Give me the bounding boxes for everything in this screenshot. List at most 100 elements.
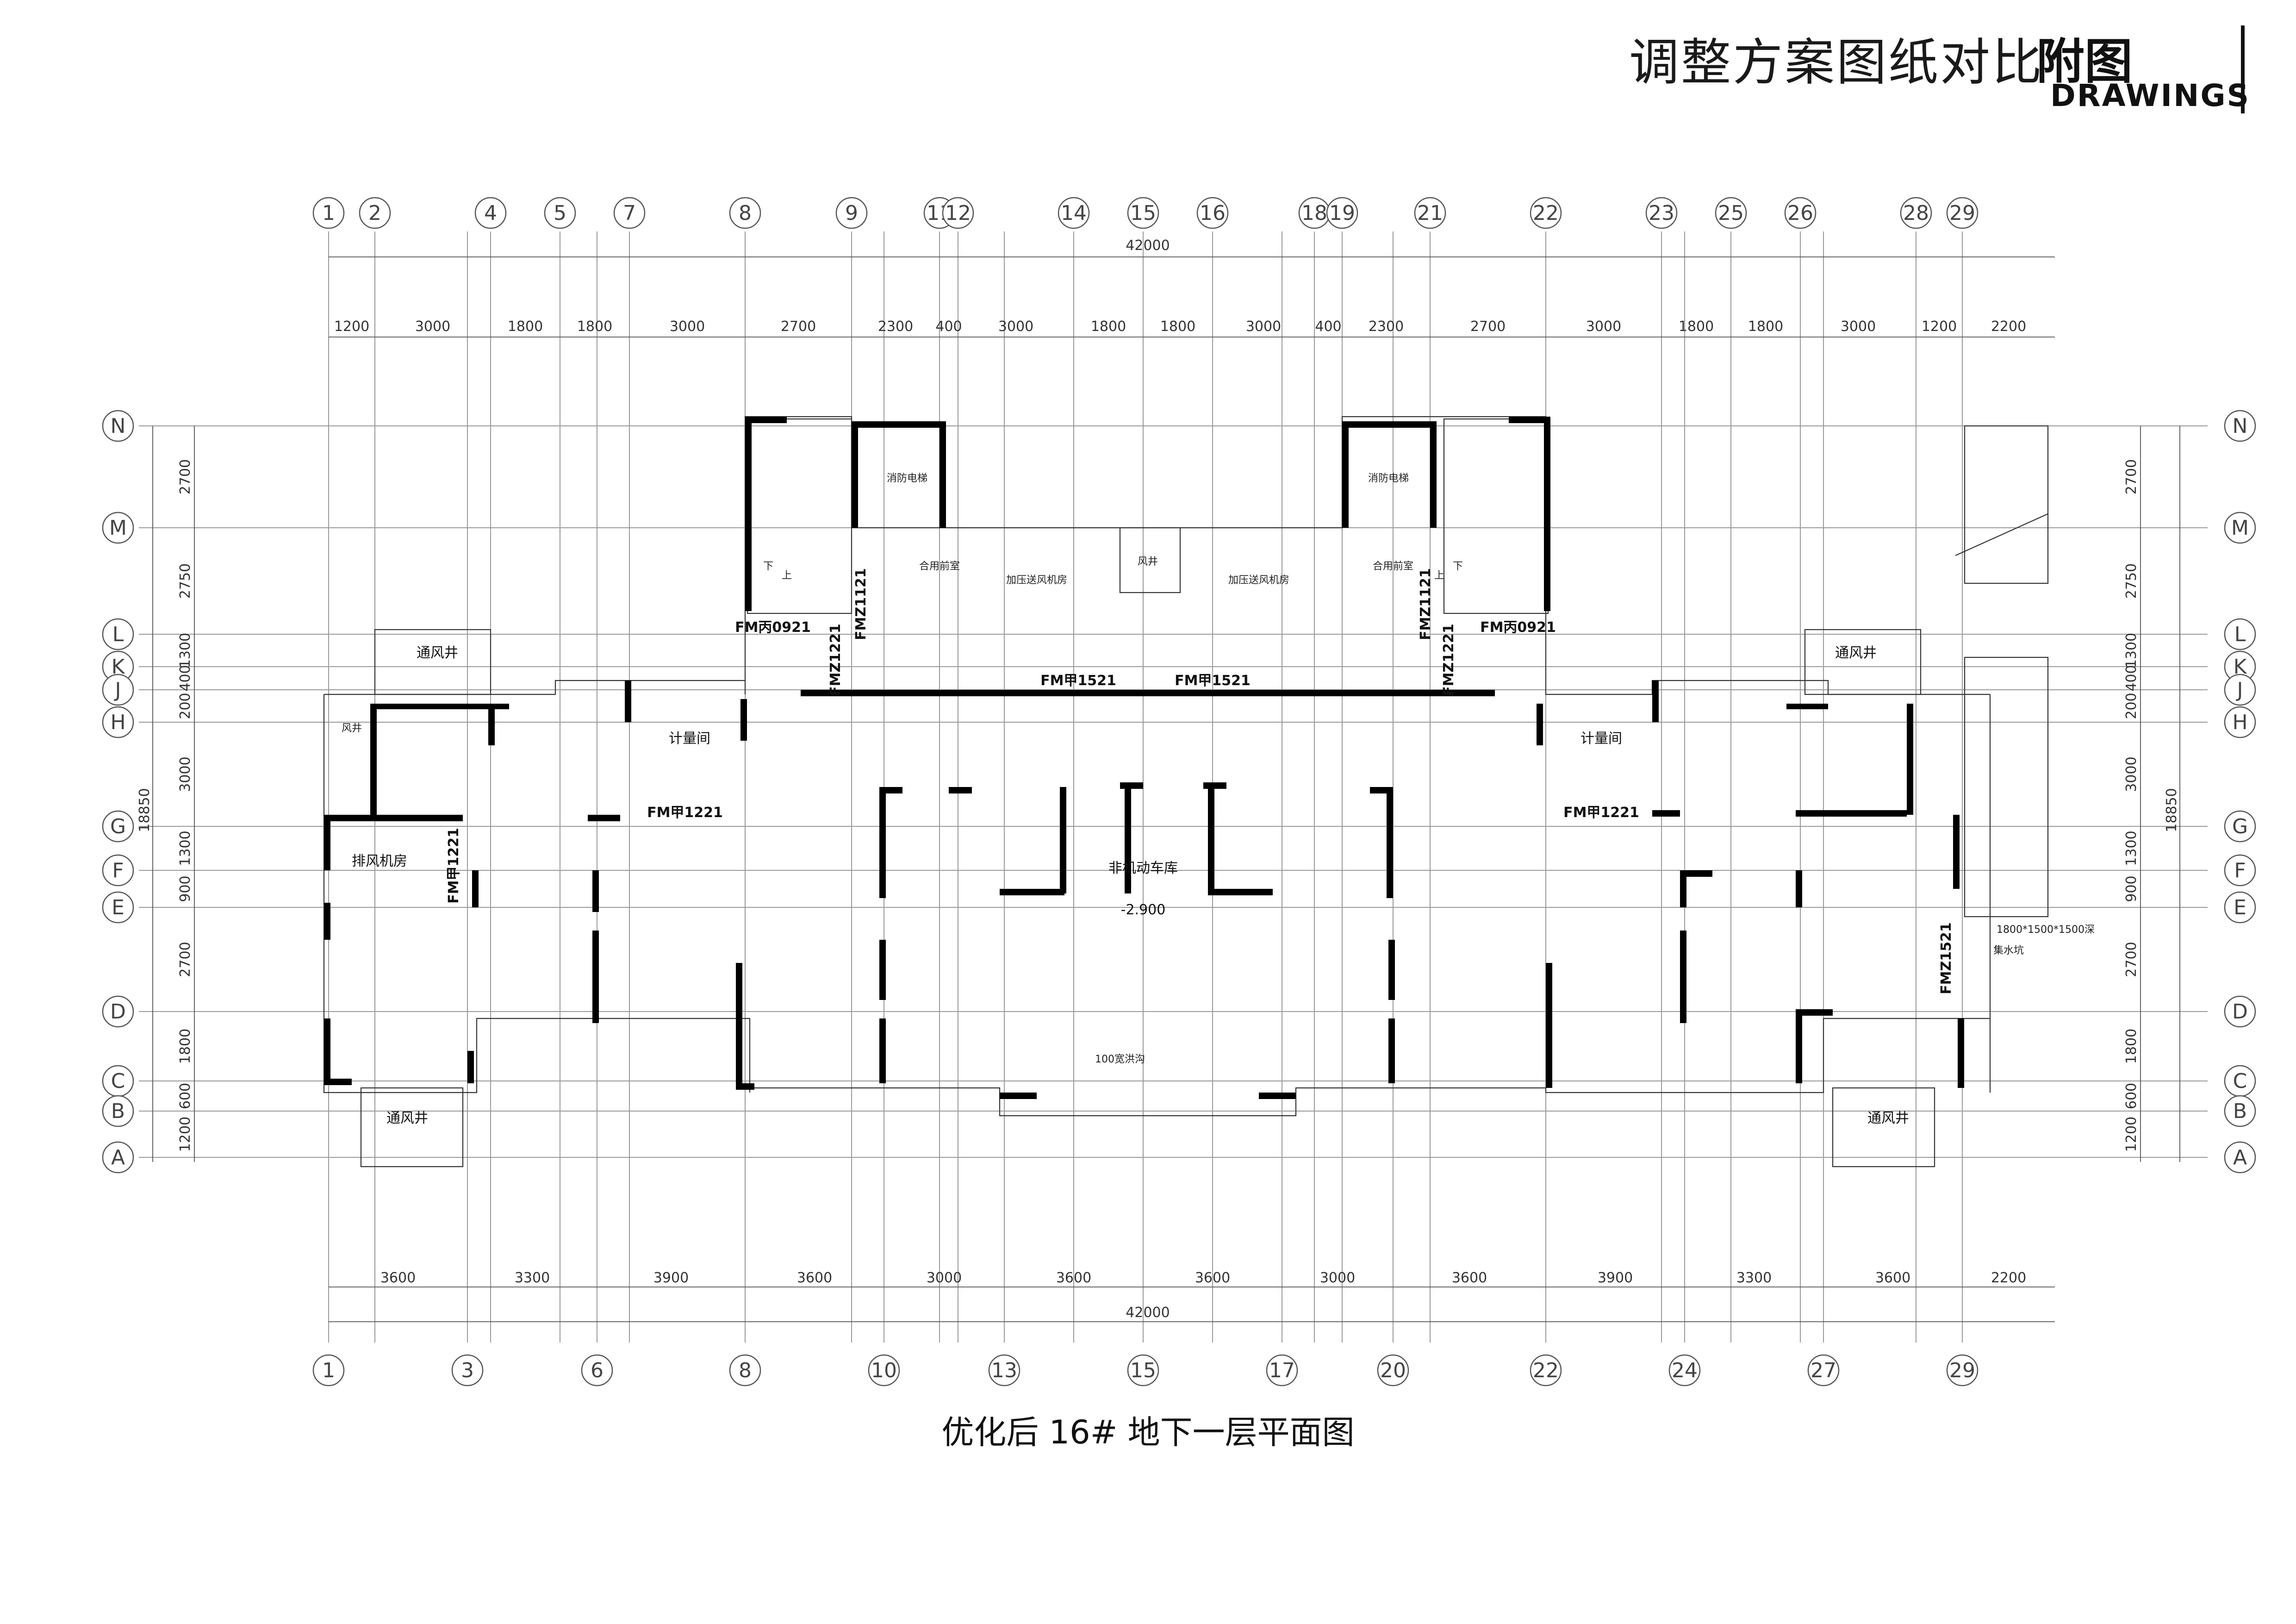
dim-right-segment: 1300	[2123, 633, 2140, 668]
axis-top-label: 2	[368, 201, 381, 225]
section-tag: 附图	[2036, 33, 2133, 90]
dim-top-segment: 1800	[1160, 319, 1195, 335]
door-fm-jia-1221-exhaust: FM甲1221	[446, 828, 462, 904]
axis-bottom-label: 29	[1949, 1359, 1975, 1382]
axis-top-bubble	[1900, 197, 1932, 229]
door-fm-bing-0921-right: FM丙0921	[1480, 619, 1556, 636]
axis-bottom-bubble	[1377, 1354, 1409, 1387]
structural-walls	[324, 417, 1964, 1099]
room-vent-shaft-ne: 通风井	[1835, 645, 1877, 661]
room-wind-shaft-center: 风井	[1138, 556, 1158, 568]
axis-top-label: 26	[1787, 201, 1813, 225]
dim-top-segment: 2700	[1470, 319, 1506, 335]
dim-right-segment: 3000	[2123, 756, 2140, 792]
room-labels: 通风井 通风井 通风井 通风井 计量间 计量间 排风机房 非机动车库 加压送风机…	[342, 473, 2024, 1126]
axis-left-label: E	[112, 896, 124, 919]
dim-left-segment: 1300	[177, 633, 193, 668]
dim-left-segment: 200	[177, 693, 193, 719]
room-vent-shaft-nw: 通风井	[417, 645, 458, 661]
dim-left-segment: 900	[177, 875, 193, 902]
dim-bottom-segment: 3000	[1320, 1270, 1355, 1286]
axis-bottom-label: 20	[1380, 1359, 1406, 1382]
axis-left-bubble	[102, 410, 134, 442]
room-pressurize-right: 加压送风机房	[1228, 575, 1289, 586]
axis-right-bubble	[2224, 1141, 2256, 1174]
dim-bottom-segment: 3600	[1056, 1270, 1091, 1286]
dim-bottom-segment: 3300	[1736, 1270, 1772, 1286]
dim-left-segment: 1300	[177, 831, 193, 866]
axis-top-label: 18	[1301, 201, 1327, 225]
door-labels: FM甲1521 FM甲1521 FM甲1221 FM甲1221 FMZ1121 …	[446, 568, 2095, 994]
dim-top-segment: 3000	[998, 319, 1033, 335]
axis-bottom-label: 3	[461, 1359, 474, 1382]
axis-bottom-label: 8	[739, 1359, 752, 1382]
axis-left-bubble	[102, 618, 134, 650]
room-meter-left: 计量间	[669, 731, 710, 747]
axis-top-label: 7	[623, 201, 636, 225]
dimension-lines	[152, 256, 2180, 1322]
dim-right-overall: 18850	[2164, 788, 2180, 832]
axis-right-label: H	[2232, 711, 2247, 734]
dim-bottom-segment: 3600	[1195, 1270, 1230, 1286]
room-vent-shaft-se: 通风井	[1867, 1110, 1909, 1126]
axis-top-bubble	[1530, 197, 1562, 229]
axis-top-bubble	[942, 197, 974, 229]
axis-right-bubble	[2224, 410, 2256, 442]
stair-up-left: 上	[782, 570, 792, 581]
axis-top-bubble	[1784, 197, 1817, 229]
axis-top-label: 4	[484, 201, 497, 225]
axis-right-label: G	[2232, 815, 2248, 838]
axis-left-bubble	[102, 512, 134, 544]
dim-bottom-segment: 3900	[653, 1270, 689, 1286]
dim-left-segment: 3000	[177, 756, 193, 792]
axis-top-bubble	[1414, 197, 1446, 229]
axis-bottom-bubble	[729, 1354, 761, 1387]
dim-top-segment: 1800	[1748, 319, 1783, 335]
axis-left-label: L	[112, 623, 124, 646]
axis-bottom-bubble	[451, 1354, 484, 1387]
axis-right-label: N	[2233, 414, 2248, 438]
axis-top-bubble	[359, 197, 391, 229]
axis-right-label: L	[2234, 623, 2246, 646]
axis-top-label: 28	[1903, 201, 1929, 225]
dim-right-segment: 1300	[2123, 831, 2140, 866]
axis-top-label: 22	[1533, 201, 1559, 225]
room-lobby-left: 合用前室	[919, 561, 960, 572]
dim-top-segment: 2300	[878, 319, 913, 335]
dimension-right-column: 2700275013004002003000130090027001800600…	[2123, 459, 2140, 1152]
axis-right-bubble	[2224, 512, 2256, 544]
axis-bottom-label: 6	[591, 1359, 604, 1382]
dim-bottom-segment: 3600	[1875, 1270, 1910, 1286]
axis-right-bubble	[2224, 810, 2256, 843]
axis-bottom-label: 15	[1130, 1359, 1156, 1382]
room-pressurize-left: 加压送风机房	[1006, 575, 1067, 586]
axis-bottom-label: 1	[322, 1359, 335, 1382]
stair-down-left: 下	[763, 561, 773, 572]
axis-left-bubble	[102, 1095, 134, 1127]
horizontal-grid-lines	[139, 425, 2208, 1158]
dim-left-segment: 2750	[177, 563, 193, 599]
dim-right-segment: 600	[2123, 1083, 2140, 1109]
door-fmz-1221-left: FMZ1221	[828, 624, 844, 696]
dim-left-overall: 18850	[137, 788, 153, 832]
dim-top-segment: 3000	[1841, 319, 1876, 335]
axis-top-bubble	[1715, 197, 1747, 229]
dim-top-segment: 1800	[577, 319, 612, 335]
axis-left-label: H	[110, 711, 125, 734]
axis-left-label: C	[111, 1069, 125, 1093]
axis-left-label: N	[111, 414, 126, 438]
axis-left-label: B	[111, 1099, 125, 1123]
dim-top-segment: 2700	[781, 319, 816, 335]
section-tag-en: DRAWINGS	[2050, 78, 2251, 113]
axis-bottom-bubble	[312, 1354, 345, 1387]
stair-down-right: 下	[1453, 561, 1463, 572]
axis-right-label: M	[2231, 516, 2249, 540]
dim-right-segment: 2700	[2123, 942, 2140, 977]
axis-top-bubble	[1326, 197, 1358, 229]
dim-right-segment: 1200	[2123, 1117, 2140, 1152]
axis-left-bubble	[102, 810, 134, 843]
room-fire-elevator-right: 消防电梯	[1368, 473, 1409, 484]
